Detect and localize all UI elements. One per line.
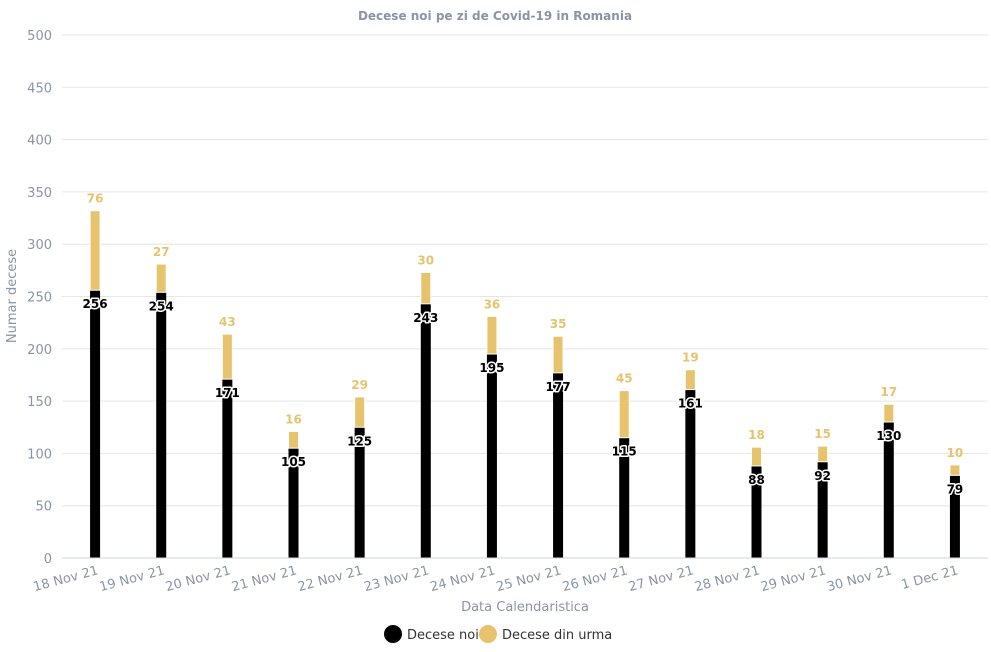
y-tick-label: 200 — [27, 343, 52, 358]
bar-decese-din-urma[interactable] — [552, 335, 564, 374]
data-label-decese-din-urma: 17 — [880, 385, 897, 399]
grid-lines — [62, 34, 988, 507]
bar-decese-noi[interactable] — [553, 372, 564, 558]
data-label-decese-noi: 130 — [876, 429, 901, 443]
x-tick-label: 19 Nov 21 — [98, 563, 166, 595]
y-tick-label: 350 — [27, 186, 52, 201]
data-label-decese-noi: 92 — [814, 469, 831, 483]
data-label-decese-noi: 171 — [215, 386, 240, 400]
data-label-decese-noi: 88 — [748, 473, 765, 487]
data-labels: 7625627254431711610529125302433619535177… — [81, 192, 965, 498]
bar-decese-noi[interactable] — [222, 379, 233, 558]
bar-decese-din-urma[interactable] — [155, 263, 167, 293]
data-label-decese-noi: 115 — [612, 445, 637, 459]
data-label-decese-noi: 195 — [479, 361, 504, 375]
bar-decese-din-urma[interactable] — [354, 396, 366, 428]
y-tick-label: 0 — [44, 552, 52, 567]
chart-title: Decese noi pe zi de Covid-19 in Romania — [358, 9, 632, 23]
legend: Decese noi Decese din urma — [384, 625, 612, 643]
bar-decese-din-urma[interactable] — [486, 315, 498, 355]
x-tick-label: 22 Nov 21 — [296, 563, 364, 595]
y-tick-label: 50 — [35, 500, 52, 515]
bar-decese-din-urma[interactable] — [883, 403, 895, 423]
x-tick-label: 20 Nov 21 — [164, 563, 232, 595]
data-label-decese-din-urma: 19 — [682, 351, 699, 365]
data-label-decese-noi: 125 — [347, 434, 372, 448]
x-axis-title: Data Calendaristica — [461, 600, 589, 615]
x-tick-label: 29 Nov 21 — [759, 563, 827, 595]
x-tick-label: 26 Nov 21 — [561, 563, 629, 595]
data-label-decese-din-urma: 45 — [616, 372, 633, 386]
data-label-decese-din-urma: 76 — [87, 192, 104, 206]
bar-decese-noi[interactable] — [817, 461, 828, 558]
x-tick-label: 25 Nov 21 — [495, 563, 563, 595]
y-tick-label: 150 — [27, 395, 52, 410]
data-label-decese-noi: 177 — [546, 380, 571, 394]
y-tick-label: 300 — [27, 238, 52, 253]
bar-decese-din-urma[interactable] — [751, 446, 762, 467]
y-axis-title: Numar decese — [5, 249, 20, 343]
legend-marker-decese-din-urma — [479, 625, 497, 643]
data-label-decese-din-urma: 16 — [285, 412, 302, 426]
data-label-decese-din-urma: 36 — [484, 297, 501, 311]
data-label-decese-noi: 79 — [947, 482, 964, 496]
x-tick-label: 27 Nov 21 — [627, 563, 695, 595]
y-tick-label: 250 — [27, 291, 52, 306]
y-tick-label: 500 — [27, 29, 52, 44]
bar-decese-noi[interactable] — [883, 422, 894, 558]
x-tick-label: 21 Nov 21 — [230, 563, 298, 595]
y-tick-label: 400 — [27, 134, 52, 149]
data-label-decese-noi: 256 — [83, 297, 108, 311]
x-tick-label: 23 Nov 21 — [362, 563, 430, 595]
legend-label-decese-din-urma: Decese din urma — [502, 628, 612, 643]
data-label-decese-din-urma: 18 — [748, 428, 765, 442]
data-label-decese-din-urma: 15 — [814, 427, 831, 441]
bar-decese-noi[interactable] — [486, 354, 497, 558]
data-label-decese-din-urma: 29 — [351, 378, 368, 392]
y-tick-label: 450 — [27, 81, 52, 96]
bar-decese-din-urma[interactable] — [949, 464, 961, 476]
data-label-decese-noi: 161 — [678, 397, 703, 411]
data-label-decese-din-urma: 43 — [219, 315, 236, 329]
bar-decese-din-urma[interactable] — [618, 390, 630, 439]
x-tick-label: 24 Nov 21 — [429, 563, 497, 595]
bars — [89, 210, 961, 558]
bar-decese-noi[interactable] — [288, 448, 299, 558]
bar-decese-din-urma[interactable] — [288, 430, 299, 449]
bar-decese-noi[interactable] — [90, 290, 101, 558]
legend-marker-decese-noi — [384, 625, 402, 643]
bar-decese-din-urma[interactable] — [89, 210, 101, 291]
bar-decese-din-urma[interactable] — [684, 369, 696, 391]
data-label-decese-din-urma: 10 — [947, 446, 964, 460]
bar-decese-noi[interactable] — [685, 389, 696, 558]
bar-decese-noi[interactable] — [949, 475, 960, 558]
bar-decese-noi[interactable] — [619, 437, 630, 558]
legend-label-decese-noi: Decese noi — [407, 628, 479, 643]
data-label-decese-noi: 105 — [281, 455, 306, 469]
bar-decese-noi[interactable] — [156, 292, 167, 558]
legend-item-decese-noi[interactable]: Decese noi — [384, 625, 479, 643]
data-label-decese-din-urma: 35 — [550, 317, 567, 331]
bar-decese-noi[interactable] — [420, 303, 431, 558]
bar-decese-din-urma[interactable] — [221, 333, 233, 380]
y-tick-label: 100 — [27, 447, 52, 462]
x-tick-label: 30 Nov 21 — [825, 563, 893, 595]
x-tick-label: 1 Dec 21 — [900, 563, 960, 593]
bar-decese-din-urma[interactable] — [420, 271, 432, 305]
bar-decese-din-urma[interactable] — [817, 445, 829, 463]
data-label-decese-noi: 254 — [149, 299, 174, 313]
bar-decese-noi[interactable] — [751, 465, 762, 558]
data-label-decese-din-urma: 27 — [153, 245, 170, 259]
y-axis-ticks: 0 50 100 150 200 250 300 350 400 450 500 — [27, 29, 52, 567]
x-tick-label: 28 Nov 21 — [693, 563, 761, 595]
bar-decese-noi[interactable] — [354, 427, 365, 558]
x-tick-label: 18 Nov 21 — [32, 563, 100, 595]
legend-item-decese-din-urma[interactable]: Decese din urma — [479, 625, 612, 643]
data-label-decese-noi: 243 — [413, 311, 438, 325]
data-label-decese-din-urma: 30 — [417, 253, 434, 267]
